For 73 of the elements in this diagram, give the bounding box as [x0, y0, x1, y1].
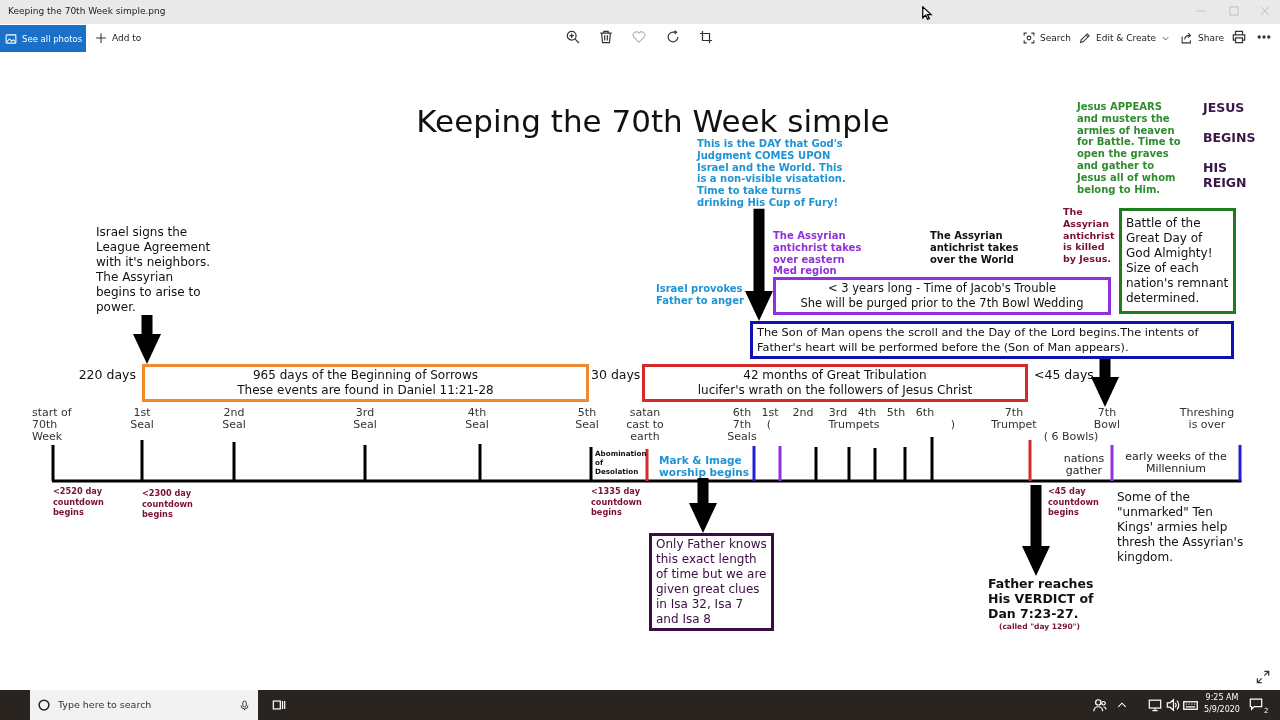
event-text: 965 days of the Beginning of Sorrows [251, 368, 479, 383]
diagram-title: Keeping the 70th Week simple [415, 103, 891, 139]
reign-heading: BEGINS [1203, 130, 1257, 145]
timeline-label: 7th Bowl [1089, 407, 1125, 431]
arrow [1091, 359, 1119, 407]
verdict-text: Father reaches His VERDICT of Dan 7:23-27. [988, 576, 1106, 621]
countdown-note: <1335 day countdown begins [591, 486, 643, 518]
search-field: Type here to search [30, 690, 258, 720]
period-label: early weeks of the Millennium [1124, 451, 1228, 475]
timeline-label: 2nd Seal [221, 407, 247, 431]
timeline-label: 7th Trumpet [990, 407, 1038, 431]
add-to-button: Add to [90, 27, 144, 49]
timeline-label: ( 6 Bowls) [1042, 431, 1100, 443]
timeline-label: 2nd [791, 407, 815, 419]
timeline-label: 6th [914, 407, 936, 419]
see-all-photos-button: See all photos [0, 25, 86, 52]
edit-create-button: Edit & Create [1074, 27, 1176, 49]
annotation-text: This is the DAY that God's Judgment COMES UPON Israel and the World. This is a non-visible visatation. Time to take turns drinking His Cup of Fury! [697, 138, 849, 209]
timeline-label: Threshing is over [1178, 407, 1236, 431]
annotation-text: The Assyrian antichrist takes over eastern Med region [773, 230, 863, 278]
period-box [773, 277, 1111, 315]
countdown-note: <2300 day countdown begins [142, 488, 194, 520]
arrow [689, 478, 717, 533]
timeline-label: 1st [760, 407, 780, 419]
timeline-label: satan cast to earth [625, 407, 665, 443]
clock-date: 5/9/2020 [1203, 705, 1241, 715]
timeline-label: 6th 7th Seals [726, 407, 758, 443]
timeline-label: 4th Seal [464, 407, 490, 431]
event-text: These events are found in Daniel 11:21-28 [236, 383, 495, 398]
event-text: < 3 years long - Time of Jacob's Trouble [827, 281, 1057, 296]
reign-heading: HIS REIGN [1203, 160, 1248, 190]
duration-label: 220 days [77, 367, 136, 382]
period-box [142, 364, 589, 402]
window-title: Keeping the 70th Week simple.png [8, 5, 167, 17]
period-box [642, 364, 1028, 402]
share-button: Share [1176, 27, 1228, 49]
annotation-text: Israel provokes Father to anger [656, 283, 745, 307]
event-text: Battle of the Great Day of God Almighty! Size of each nation's remnant determined. [1126, 216, 1229, 306]
note-text: Israel signs the League Agreement with it's neighbors. The Assyrian begins to arise to power. [96, 225, 215, 315]
timeline-label: 4th [856, 407, 878, 419]
timeline-label: ( [765, 419, 773, 431]
period-label: nations gather [1062, 453, 1106, 477]
annotation-text: The Assyrian antichrist takes over the World [930, 230, 1020, 266]
timeline-label: 1st Seal [129, 407, 155, 431]
duration-label: 30 days [591, 367, 642, 382]
note-text: Some of the "unmarked" Ten Kings' armies help thresh the Assyrian's kingdom. [1117, 490, 1245, 565]
timeline-label: start of 70th Week [32, 407, 73, 443]
note-box [1119, 208, 1236, 314]
event-text: She will be purged prior to the 7th Bowl Wedding [799, 296, 1085, 311]
countdown-note: <45 day countdown begins [1048, 486, 1100, 518]
reign-heading: JESUS [1203, 100, 1246, 115]
duration-label: <45 days [1034, 367, 1095, 382]
event-text: Only Father knows this exact length of time but we are given great clues in Isa 32, Isa 7 and Isa 8 [656, 537, 767, 627]
timeline-label: 3rd Seal [352, 407, 378, 431]
clock-time: 9:25 AM [1204, 693, 1240, 703]
note-box [750, 321, 1234, 359]
annotation-text: The Assyrian antichrist is killed by Jesus. [1063, 206, 1116, 265]
search-button: Search [1018, 27, 1074, 49]
timeline-label: 5th [885, 407, 907, 419]
timeline-label: 3rd [827, 407, 849, 419]
arrow [745, 208, 773, 321]
event-text: 42 months of Great Tribulation [742, 368, 928, 383]
annotation-text: Jesus APPEARS and musters the armies of heaven for Battle. Time to open the graves and gather to Jesus all of whom belong to Him. [1077, 101, 1182, 196]
timeline-label: ) [949, 419, 957, 431]
note-box [649, 533, 774, 631]
event-label: Mark & Image worship begins [659, 454, 751, 478]
arrow [1022, 485, 1050, 576]
timeline-label: 5th Seal [574, 407, 600, 431]
arrow [133, 315, 161, 364]
timeline-label: Trumpets [827, 419, 881, 431]
event-text: lucifer's wrath on the followers of Jesus Christ [696, 383, 974, 398]
event-text: The Son of Man opens the scroll and the Day of the Lord begins.The intents of Father's heart will be performed before the (Son of Man appears). [757, 325, 1200, 355]
countdown-note: <2520 day countdown begins [53, 486, 105, 518]
